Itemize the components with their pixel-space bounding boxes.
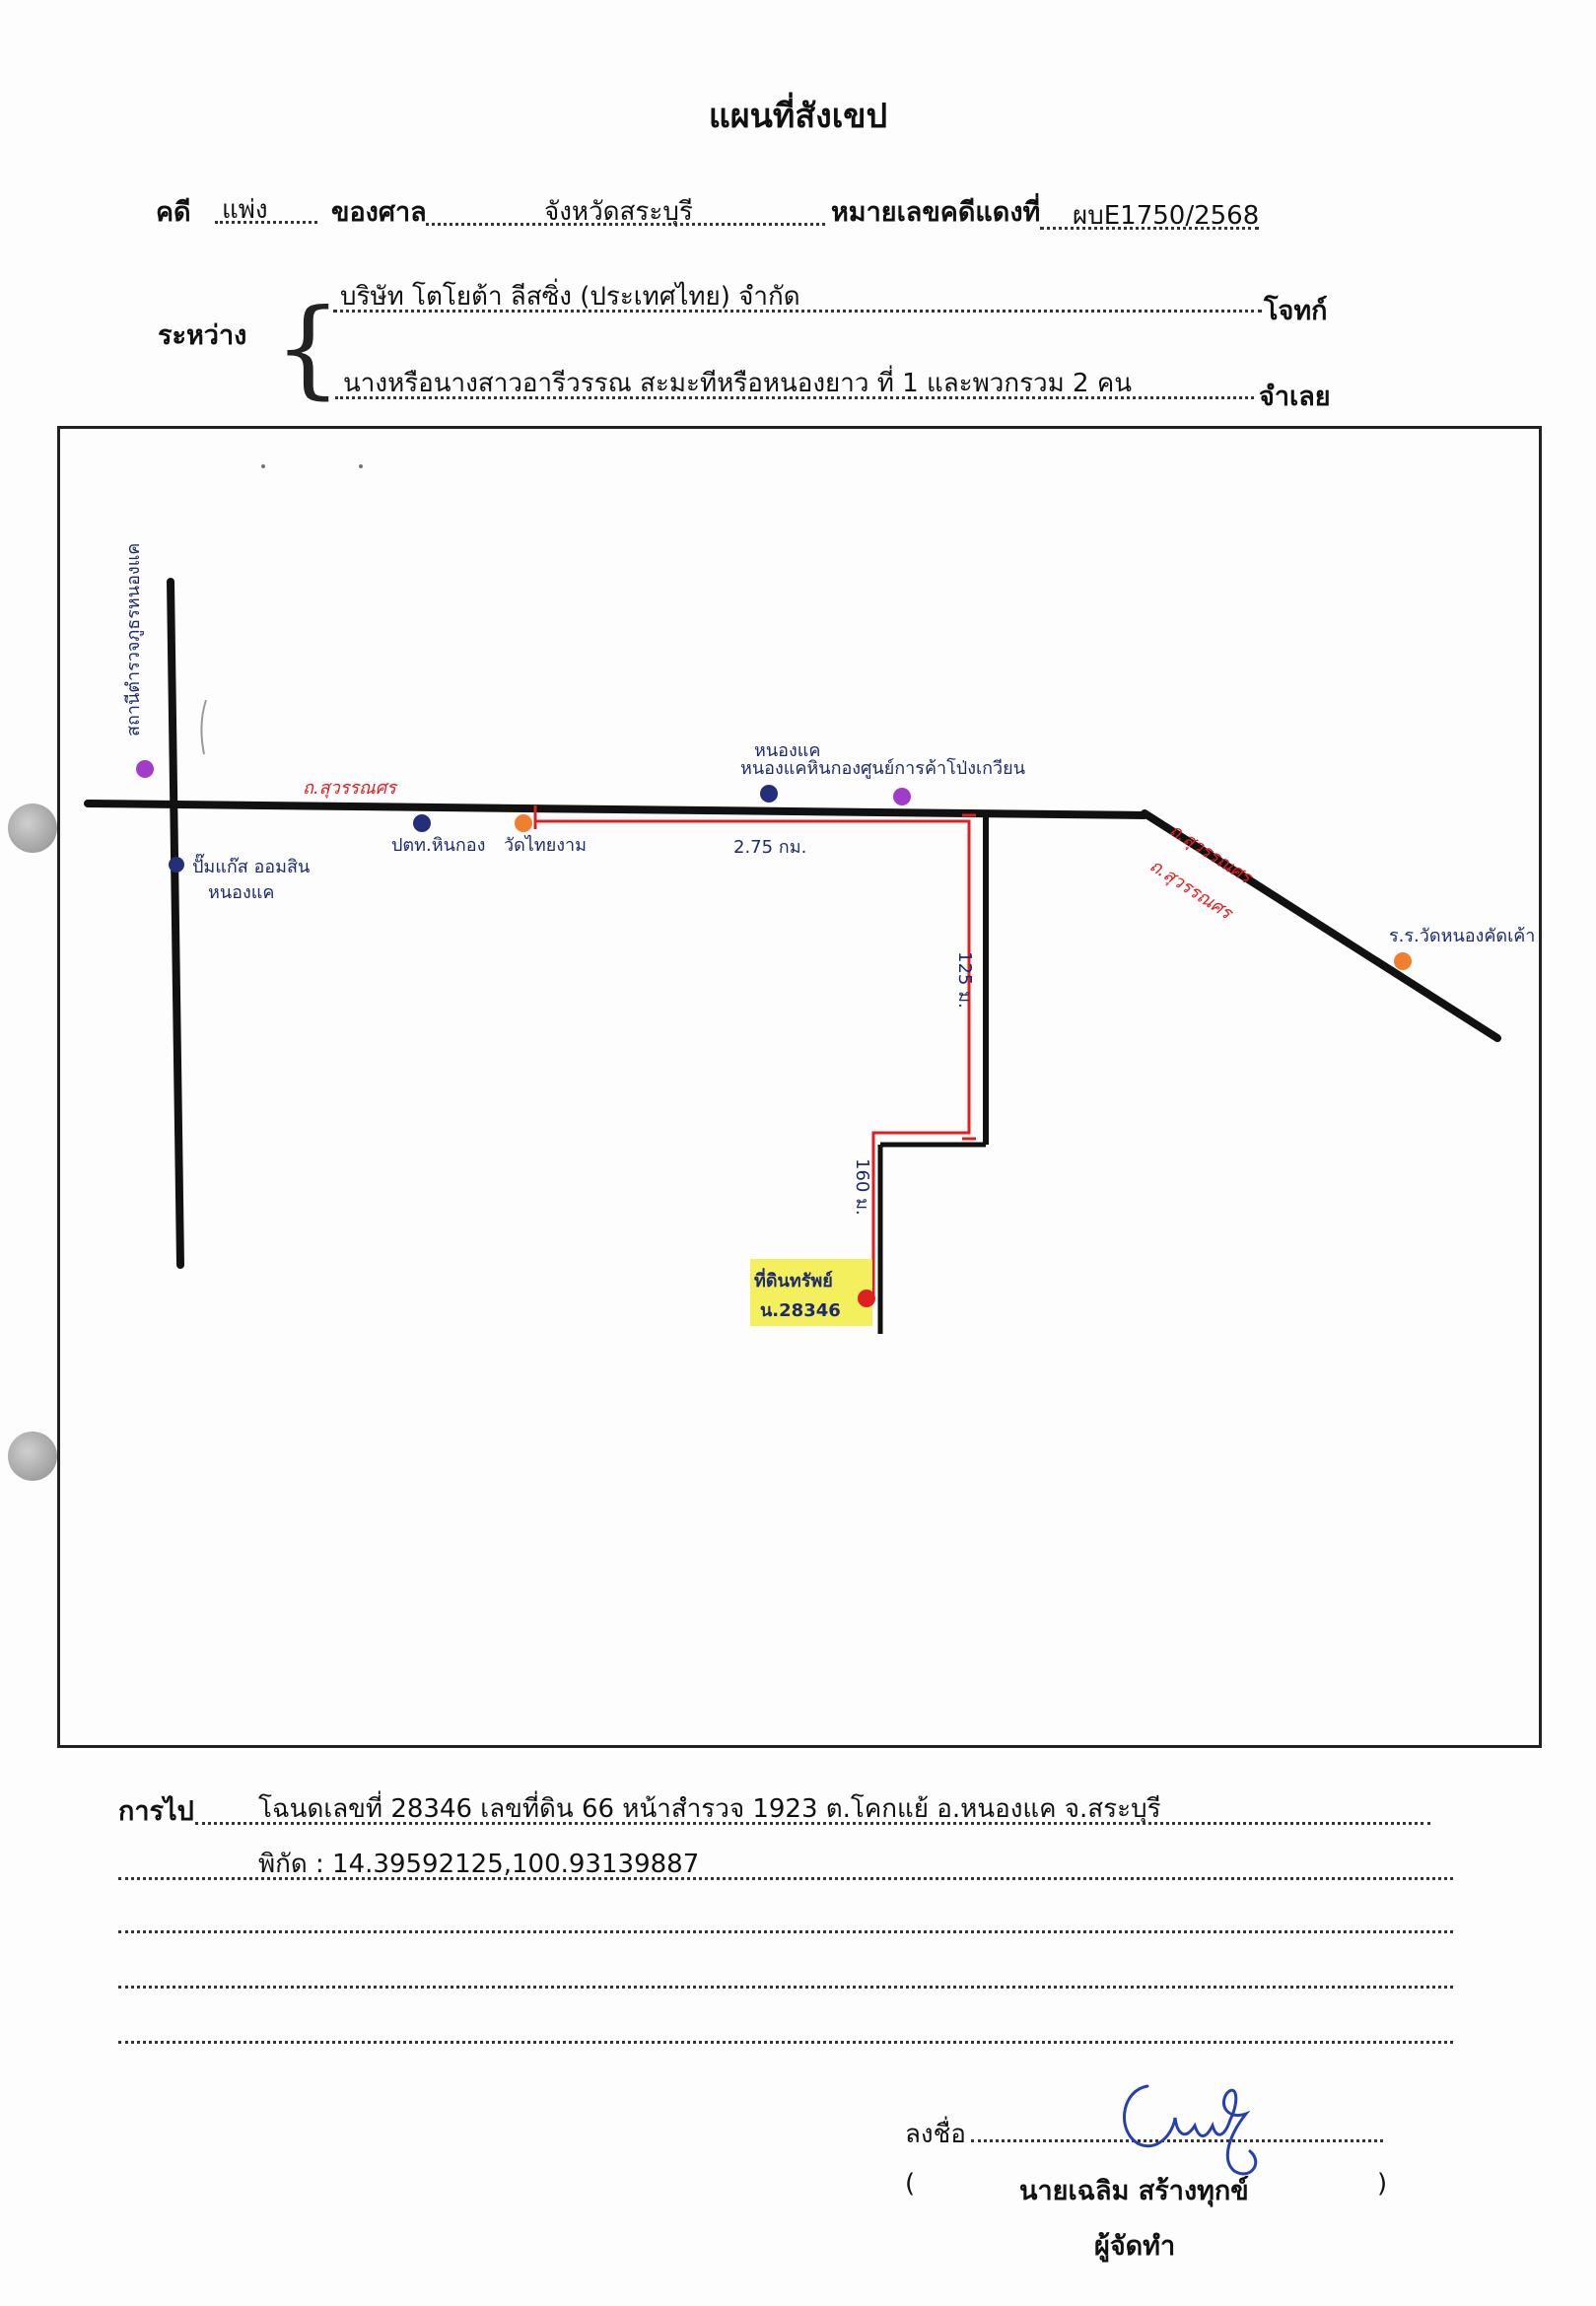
court-label: ของศาล (331, 197, 427, 228)
court-value: จังหวัดสระบุรี (544, 197, 693, 227)
punch-hole-top (8, 804, 57, 853)
case-type-dots (215, 221, 317, 224)
road-vertical-left (167, 578, 184, 1269)
plaintiff-dots (333, 310, 1262, 313)
label-center: ศูนย์การค้าโป่งเกวียน (861, 757, 1025, 779)
plaintiff-name: บริษัท โตโยต้า ลีสซิ่ง (ประเทศไทย) จำกัด (340, 282, 800, 312)
marker-orange-right (1394, 952, 1412, 970)
sketch-map: สถานีตำรวจภูธรหนองแค ถ.สุวรรณศร ปั๊มแก๊ส… (57, 426, 1542, 1748)
label-target-1: ที่ดินทรัพย์ (754, 1268, 833, 1292)
handwritten-signature (1123, 2084, 1258, 2176)
label-gas-station-1: ปั๊มแก๊ส ออมสิน (192, 853, 310, 877)
label-gas-station-2: หนองแค (208, 882, 274, 903)
between-brace: { (274, 287, 342, 410)
case-type: แพ่ง (222, 195, 268, 225)
pencil-dot (261, 464, 265, 468)
sign-dots (971, 2139, 1383, 2142)
pencil-dot (359, 464, 363, 468)
page-title: แผนที่สังเขป (708, 97, 888, 136)
marker-orange-mid (515, 814, 532, 832)
signer-name: นายเฉลิม สร้างทุกข์ (1019, 2176, 1249, 2206)
marker-purple-left (136, 760, 154, 778)
marker-purple-top (893, 788, 911, 805)
red-no-label: หมายเลขคดีแดงที่ (831, 197, 1041, 228)
label-nongkhae-1: หนองแค (754, 740, 820, 761)
directions-dots-3 (118, 1930, 1453, 1933)
case-label: คดี (156, 197, 191, 228)
marker-target (858, 1290, 875, 1307)
marker-blue-left (169, 857, 184, 873)
sign-label: ลงชื่อ (905, 2120, 966, 2149)
plaintiff-label: โจทก์ (1264, 296, 1328, 326)
sign-close-paren: ) (1377, 2169, 1388, 2199)
target-highlight (750, 1259, 872, 1326)
label-distance-3: 160 ม. (852, 1158, 872, 1216)
red-no-dots (1040, 227, 1259, 230)
punch-hole-bottom (8, 1432, 57, 1481)
label-temple: วัดไทยงาม (504, 834, 587, 856)
road-main-horizontal (84, 800, 1148, 819)
sign-open-paren: ( (905, 2169, 916, 2199)
label-target-2: น.28346 (760, 1300, 841, 1321)
label-ptt: ปตท.หินกอง (391, 835, 485, 856)
label-nongkhae-2: หนองแคหินกอง (740, 758, 861, 779)
red-no-value: ผบE1750/2568 (1073, 201, 1260, 231)
pencil-mark (200, 699, 207, 755)
marker-blue-top (760, 785, 778, 803)
between-label: ระหว่าง (158, 320, 247, 351)
signer-role: ผู้จัดทำ (1094, 2231, 1176, 2262)
label-distance-2: 125 ม. (954, 951, 975, 1009)
directions-dots-2 (118, 1877, 1453, 1880)
directions-dots-4 (118, 1986, 1453, 1989)
directions-dots-5 (118, 2041, 1453, 2044)
marker-blue-mid (413, 814, 431, 832)
directions-line-1: โฉนดเลขที่ 28346 เลขที่ดิน 66 หน้าสำรวจ … (258, 1794, 1161, 1824)
directions-line-2: พิกัด : 14.39592125,100.93139887 (258, 1850, 700, 1879)
label-distance-1: 2.75 กม. (733, 837, 806, 858)
map-drawing: สถานีตำรวจภูธรหนองแค ถ.สุวรรณศร ปั๊มแก๊ส… (84, 464, 1535, 1334)
court-dots (426, 223, 825, 226)
defendant-label: จำเลย (1259, 382, 1331, 412)
defendant-dots (335, 396, 1254, 399)
directions-dots-1 (195, 1822, 1430, 1825)
label-school: ร.ร.วัดหนองคัดเค้า (1389, 926, 1535, 946)
defendant-name: นางหรือนางสาวอารีวรรณ สะมะทีหรือหนองยาว … (343, 369, 1133, 398)
label-police-station: สถานีตำรวจภูธรหนองแค (123, 543, 144, 736)
label-main-road: ถ.สุวรรณศร (303, 778, 398, 799)
directions-label: การไป (118, 1796, 194, 1827)
road-diagonal (1141, 809, 1501, 1042)
route-line (533, 805, 971, 1300)
